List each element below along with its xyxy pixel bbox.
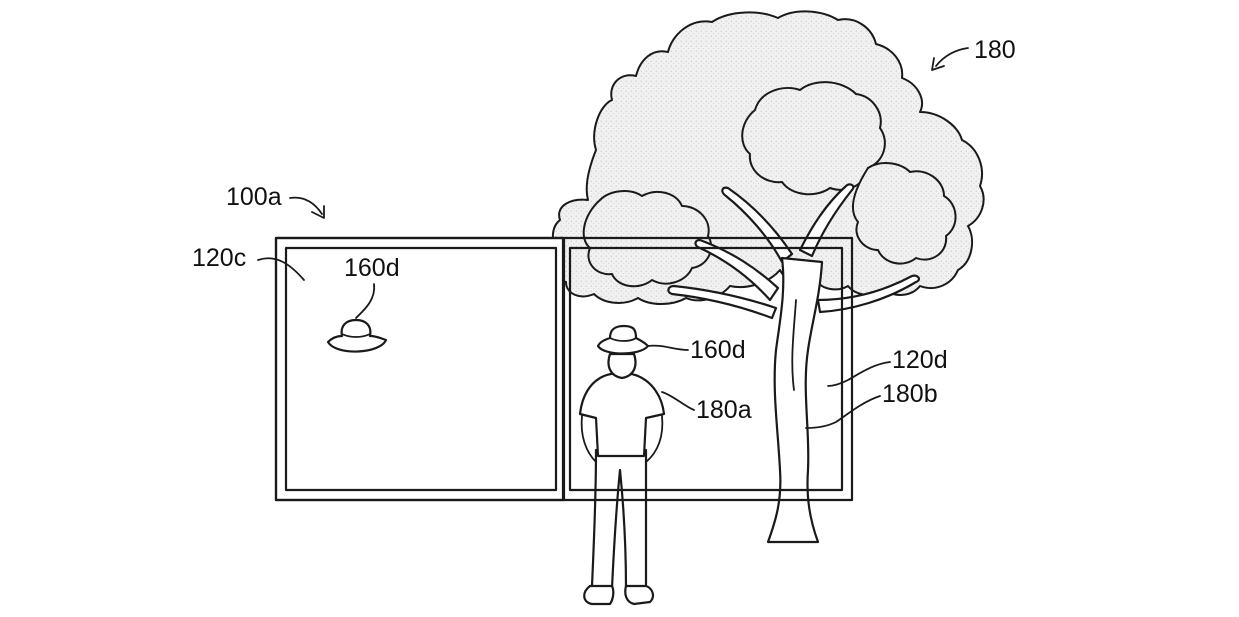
display-device bbox=[274, 236, 854, 502]
leader-180a bbox=[661, 391, 695, 411]
tree-trunk-detail bbox=[791, 299, 797, 391]
label-160d-real: 160d bbox=[690, 336, 746, 364]
person-legs bbox=[590, 448, 648, 590]
device-inner-frame-left bbox=[284, 246, 558, 492]
tree-canopy-lobe-right bbox=[852, 162, 957, 265]
leader-120c bbox=[257, 257, 305, 281]
person-arm-right bbox=[645, 415, 664, 463]
label-180: 180 bbox=[974, 36, 1016, 64]
label-180b: 180b bbox=[882, 380, 938, 408]
leader-120d bbox=[827, 361, 891, 387]
arrow-100a-head bbox=[311, 205, 325, 219]
person-torso bbox=[578, 371, 666, 458]
tree-branch-left bbox=[694, 238, 780, 302]
device-outer-frame bbox=[274, 236, 854, 502]
person-shoe-right bbox=[624, 584, 655, 606]
virtual-hat-band bbox=[341, 333, 371, 338]
leader-160d-virtual bbox=[355, 283, 376, 319]
leader-180b bbox=[805, 395, 881, 429]
person-shoe-left bbox=[583, 584, 615, 606]
label-100a: 100a bbox=[226, 183, 282, 211]
virtual-hat bbox=[326, 318, 388, 353]
arrow-100a bbox=[289, 196, 323, 215]
label-120c: 120c bbox=[192, 244, 246, 272]
person-head bbox=[607, 352, 637, 380]
left-panel bbox=[274, 236, 566, 502]
tree-trunk bbox=[766, 256, 824, 544]
label-160d-virtual: 160d bbox=[344, 254, 400, 282]
person-arm-left bbox=[580, 415, 597, 463]
tree-branch-upper-left bbox=[721, 186, 794, 264]
label-180a: 180a bbox=[696, 396, 752, 424]
person bbox=[578, 324, 666, 606]
arrow-180-head bbox=[931, 57, 945, 71]
leader-160d-real bbox=[647, 344, 689, 351]
device-inner-frame-right bbox=[568, 246, 844, 492]
tree-branch-right bbox=[816, 274, 921, 314]
hat-on-person bbox=[596, 324, 650, 355]
tree-branch-low-left bbox=[667, 284, 778, 320]
arrow-180 bbox=[935, 47, 969, 67]
tree bbox=[551, 10, 985, 544]
label-120d: 120d bbox=[892, 346, 948, 374]
leader-lines bbox=[257, 47, 969, 429]
hat-on-person-band bbox=[609, 337, 637, 342]
